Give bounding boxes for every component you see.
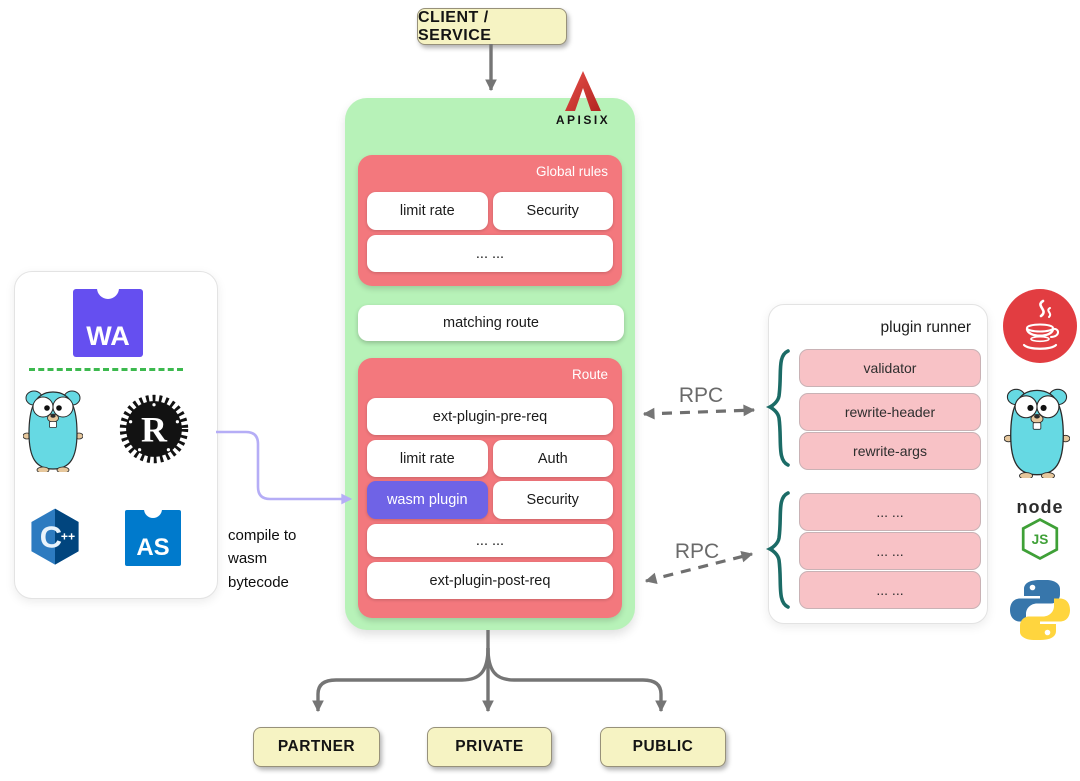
arrow-to-partner [312, 647, 490, 713]
svg-text:AS: AS [136, 534, 169, 561]
svg-text:JS: JS [1032, 532, 1049, 547]
global-rules-title: Global rules [535, 164, 608, 179]
public-label: PUBLIC [632, 738, 694, 755]
rpc-label-2: RPC [674, 540, 720, 563]
client-service-label: CLIENT / SERVICE [418, 8, 492, 44]
cpp-icon: C ++ [31, 508, 79, 565]
plugin-security: Security [492, 481, 613, 519]
consumer-partner-box: PARTNER [253, 727, 380, 767]
route-row-1: limit rate Auth [367, 440, 613, 477]
webassembly-icon: WA [73, 289, 143, 357]
runner-plugin-more-2: ... ... [799, 532, 981, 570]
global-rules-more: ... ... [367, 235, 613, 272]
java-icon [1003, 289, 1077, 363]
nodejs-hexagon-icon: JS [1021, 518, 1059, 560]
python-icon [1010, 580, 1070, 640]
route-title: Route [571, 367, 608, 382]
wasm-languages-panel: WA R [14, 271, 218, 599]
nodejs-icon: node JS [1006, 498, 1074, 560]
runner-plugin-validator: validator [799, 349, 981, 387]
runner-plugin-rewrite-header: rewrite-header [799, 393, 981, 431]
plugin-auth: Auth [492, 440, 613, 477]
route-box: Route ext-plugin-pre-req limit rate Auth… [358, 358, 622, 618]
plugin-ext-plugin-post-req: ext-plugin-post-req [367, 562, 613, 599]
plugin-ext-plugin-pre-req: ext-plugin-pre-req [367, 398, 613, 435]
plugin-wasm: wasm plugin [367, 481, 488, 519]
svg-text:C: C [40, 520, 62, 555]
apisix-logo: APISIX [551, 70, 615, 128]
global-rules-row: limit rate Security [367, 192, 613, 230]
consumer-private-box: PRIVATE [427, 727, 552, 767]
go-gopher-icon [1004, 388, 1070, 478]
rust-icon: R [119, 394, 189, 464]
svg-text:++: ++ [61, 529, 75, 543]
runner-plugin-more-3: ... ... [799, 571, 981, 609]
plugin-limit-rate: limit rate [367, 440, 488, 477]
rpc-label-1: RPC [678, 384, 724, 407]
arrow-to-public [486, 647, 667, 713]
route-more: ... ... [367, 524, 613, 557]
private-label: PRIVATE [455, 738, 524, 755]
plugin-runner-title: plugin runner [880, 319, 971, 336]
global-rules-box: Global rules limit rate Security ... ... [358, 155, 622, 286]
svg-text:R: R [141, 410, 168, 450]
matching-route-box: matching route [358, 305, 624, 341]
svg-text:WA: WA [86, 321, 130, 351]
compile-note: compile to wasm bytecode [228, 527, 297, 591]
runner-plugin-more-1: ... ... [799, 493, 981, 531]
nodejs-wordmark: node [1016, 497, 1064, 517]
runner-plugin-rewrite-args: rewrite-args [799, 432, 981, 470]
plugin-limit-rate: limit rate [367, 192, 488, 230]
dashed-divider [29, 368, 183, 371]
partner-label: PARTNER [277, 738, 356, 755]
apisix-triangle-icon [565, 71, 601, 111]
plugin-security: Security [492, 192, 613, 230]
consumer-public-box: PUBLIC [600, 727, 726, 767]
assemblyscript-icon: AS [125, 510, 181, 566]
plugin-runner-panel: plugin runner validator rewrite-header r… [768, 304, 988, 624]
go-gopher-icon [23, 390, 83, 472]
apisix-wordmark: APISIX [555, 113, 611, 127]
client-service-box: CLIENT / SERVICE [417, 8, 567, 45]
arrow-compile-to-wasm [216, 430, 353, 505]
arrow-rpc-pre-req [642, 404, 756, 420]
route-row-2: wasm plugin Security [367, 481, 613, 519]
